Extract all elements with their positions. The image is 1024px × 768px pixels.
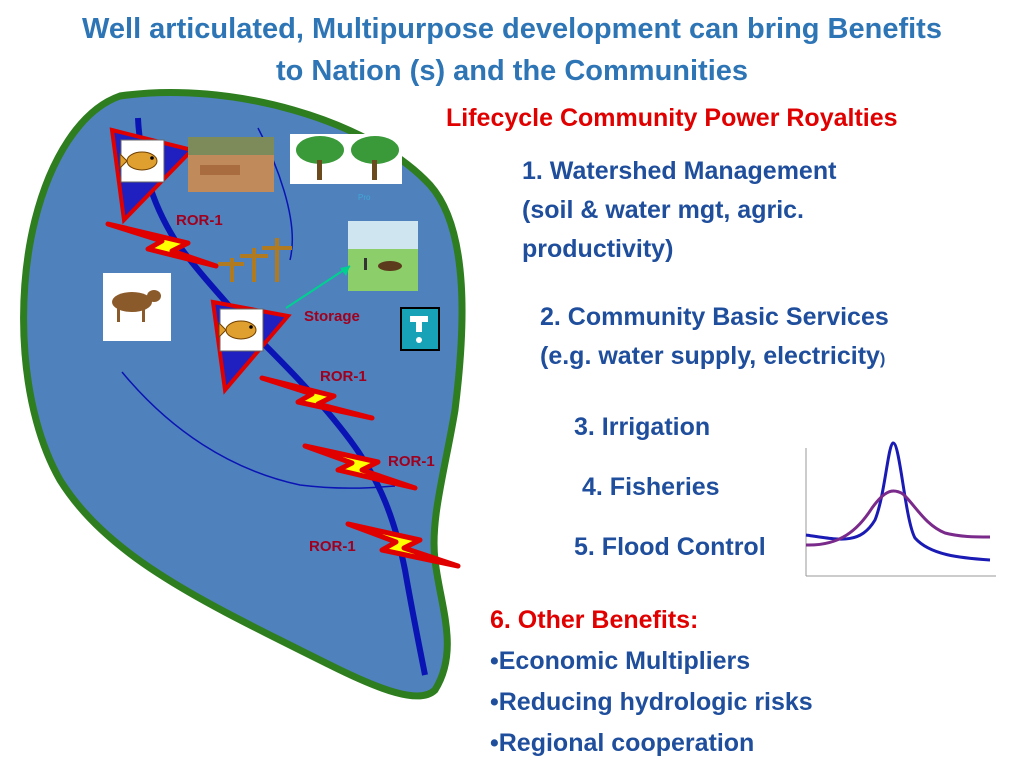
benefit-1-line-3: productivity)	[522, 235, 674, 263]
lightning-bolt	[259, 375, 375, 421]
ror-label: ROR-1	[320, 368, 367, 385]
hydrograph-curve-peaked	[805, 441, 991, 562]
ror-label: ROR-1	[176, 212, 223, 229]
storage-label: Storage	[304, 308, 360, 325]
lightning-bolt	[345, 521, 461, 569]
other-benefits: 6. Other Benefits: •Economic Multipliers…	[490, 600, 813, 764]
ror-label: ROR-1	[388, 453, 435, 470]
benefit-basic-services: 2. Community Basic Services (e.g. water …	[540, 298, 889, 379]
other-benefit-item: •Reducing hydrologic risks	[490, 688, 813, 716]
benefit-irrigation: 3. Irrigation	[574, 413, 711, 441]
power-poles-icon	[218, 238, 292, 282]
tree-caption: Pro	[358, 193, 371, 202]
benefit-1-line-2: (soil & water mgt, agric.	[522, 196, 805, 224]
other-benefit-item: •Regional cooperation	[490, 729, 755, 757]
other-benefit-item: •Economic Multipliers	[490, 647, 751, 675]
water-tap-icon	[400, 307, 440, 351]
benefit-2-line-2: (e.g. water supply, electricity)	[540, 337, 889, 379]
benefit-flood-control: 5. Flood Control	[574, 533, 766, 561]
storage-arrow	[285, 265, 351, 309]
fish-dam-marker	[109, 127, 196, 225]
farming-photo	[348, 221, 418, 291]
benefit-watershed: 1. Watershed Management (soil & water mg…	[522, 152, 836, 269]
benefit-2-line-2-text: (e.g. water supply, electricity	[540, 342, 880, 370]
tributary-2	[121, 371, 396, 489]
trees-illustration	[290, 134, 402, 184]
fish-dam-marker	[210, 299, 292, 395]
ror-label: ROR-1	[309, 538, 356, 555]
lightning-bolt	[105, 221, 219, 269]
other-benefits-heading: 6. Other Benefits:	[490, 606, 699, 634]
benefit-1-line-1: 1. Watershed Management	[522, 157, 837, 185]
title-line-2: to Nation (s) and the Communities	[275, 55, 749, 87]
eroded-soil-photo	[188, 137, 274, 192]
benefit-2-line-1: 2. Community Basic Services	[540, 303, 889, 331]
title-line-1: Well articulated, Multipurpose developme…	[82, 13, 942, 45]
slide-title: Well articulated, Multipurpose developme…	[0, 8, 1024, 92]
benefit-fisheries: 4. Fisheries	[582, 473, 720, 501]
lightning-bolt	[302, 443, 418, 491]
hydrograph	[805, 441, 996, 577]
cattle-illustration	[103, 273, 171, 341]
hydrograph-curve-attenuated	[805, 489, 991, 547]
benefit-2-line-2-end: )	[879, 351, 886, 368]
subtitle: Lifecycle Community Power Royalties	[446, 104, 898, 132]
main-river	[135, 117, 428, 676]
